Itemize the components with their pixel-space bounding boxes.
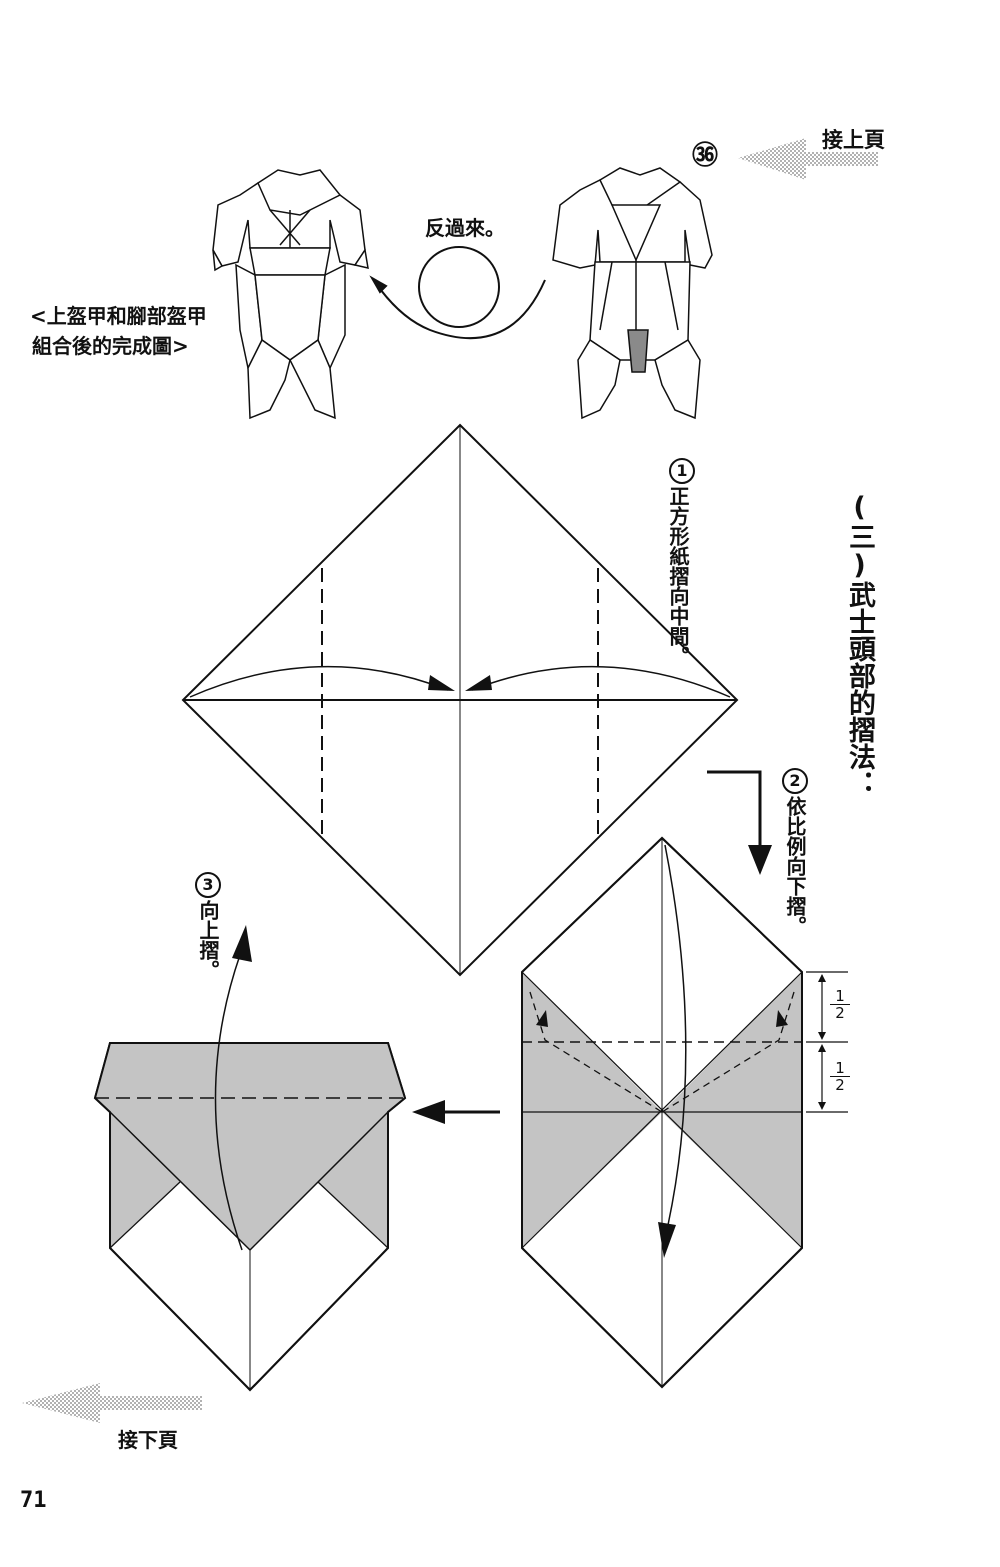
step1-number-badge: 1 [669, 458, 695, 484]
step3-number-badge: 3 [195, 872, 221, 898]
samurai-body-front-figure [552, 167, 713, 420]
fraction-upper-numerator: 1 [830, 988, 850, 1005]
completed-caption-line1: <上盔甲和腳部盔甲 [30, 304, 207, 328]
fraction-upper: 1 2 [830, 988, 850, 1021]
step2-number-badge: 2 [782, 768, 808, 794]
continue-next-label: 接下頁 [118, 1428, 178, 1452]
step3-folded-shape [93, 925, 407, 1392]
continue-next-arrow-icon [22, 1383, 202, 1423]
completed-caption-line2: 組合後的完成圖> [32, 334, 189, 358]
down-arrow-icon [707, 770, 772, 875]
fraction-upper-denominator: 2 [835, 1004, 845, 1022]
step3-number: 3 [193, 872, 223, 898]
step1-square-diamond [181, 423, 739, 977]
continue-arrow-icon [738, 138, 878, 180]
step1-text: 正方形紙摺向中間。 [666, 486, 690, 666]
fraction-lower-numerator: 1 [830, 1060, 850, 1077]
continue-from-prev-label: 接上頁 [822, 128, 885, 152]
step2-text: 依比例向下摺。 [783, 796, 807, 936]
step2-number: 2 [780, 768, 810, 794]
page-number: 71 [20, 1488, 47, 1513]
flip-note: 反過來。 [425, 216, 505, 240]
step1-number: 1 [667, 458, 697, 484]
section-title: (三)武士頭部的摺法： [844, 492, 875, 797]
circle-flip-icon [369, 246, 546, 340]
step2-folded-diamond [521, 836, 803, 1389]
dimension-marks [806, 971, 848, 1113]
step3-text: 向上摺。 [196, 900, 220, 980]
step-marker-36: ㊱ [692, 141, 719, 171]
samurai-body-back-figure [212, 169, 369, 420]
fraction-lower-denominator: 2 [835, 1076, 845, 1094]
fraction-lower: 1 2 [830, 1060, 850, 1093]
left-arrow-icon [412, 1100, 500, 1124]
